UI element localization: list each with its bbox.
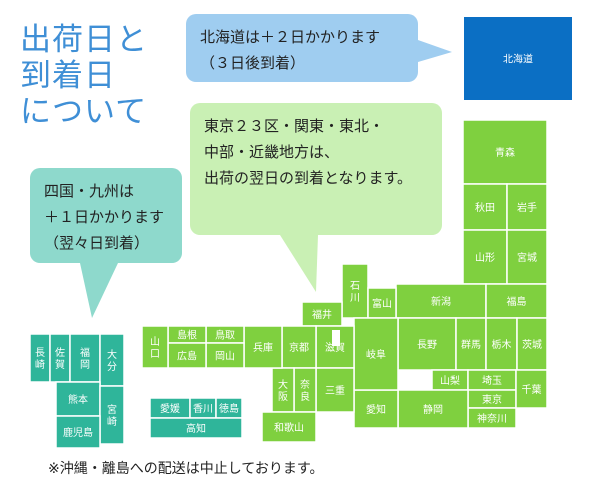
region-label-kochi: 高知 — [186, 422, 206, 435]
region-label-tokyo: 東京 — [482, 393, 502, 406]
east-bubble-tail — [280, 235, 318, 292]
region-label-miyagi: 宮城 — [517, 251, 537, 264]
lake-biwa — [332, 330, 340, 346]
region-iwate[interactable] — [506, 183, 548, 231]
region-gunma[interactable] — [455, 317, 487, 371]
west-bubble: 四国・九州は ＋１日かかります （翌々日到着） — [30, 168, 182, 263]
region-label-aomori: 青森 — [495, 146, 515, 159]
region-aomori[interactable] — [462, 119, 548, 185]
region-label-toyama: 富山 — [372, 297, 392, 310]
region-kagoshima[interactable] — [55, 415, 101, 449]
region-yamaguchi[interactable] — [141, 325, 169, 369]
region-label-fukuoka: 福岡 — [80, 346, 90, 371]
region-hyogo[interactable] — [243, 325, 283, 369]
region-mie[interactable] — [315, 367, 355, 413]
region-label-gunma: 群馬 — [461, 338, 481, 351]
region-label-wakayama: 和歌山 — [274, 421, 304, 434]
region-label-fukushima: 福島 — [507, 295, 527, 308]
region-okayama[interactable] — [205, 342, 245, 369]
region-label-shizuoka: 静岡 — [423, 403, 443, 416]
region-label-oita: 大分 — [107, 348, 117, 373]
region-label-iwate: 岩手 — [517, 201, 537, 214]
region-gifu[interactable] — [353, 317, 399, 391]
region-label-yamanashi: 山梨 — [440, 374, 460, 387]
region-miyagi[interactable] — [506, 229, 548, 285]
region-nagano[interactable] — [397, 317, 457, 371]
region-label-kagoshima: 鹿児島 — [63, 426, 93, 439]
region-labels: 北海道青森秋田 岩手山形 宮城新潟 福島 石川富山福井長野 群馬栃木茨城山梨 埼玉東京 千葉神… — [35, 53, 542, 440]
hokkaido-bubble-tail — [418, 40, 452, 62]
region-fukushima[interactable] — [485, 283, 548, 319]
honshu-group — [141, 119, 548, 443]
region-hokkaido[interactable] — [464, 17, 572, 100]
hokkaido-bubble: 北海道は＋２日かかります （３日後到着） — [186, 14, 418, 82]
region-label-shiga: 滋賀 — [325, 341, 345, 354]
region-label-tochigi: 栃木 — [492, 338, 512, 351]
region-label-gifu: 岐阜 — [366, 348, 386, 361]
region-label-hiroshima: 広島 — [177, 350, 197, 363]
region-label-yamagata: 山形 — [475, 252, 495, 264]
region-chiba[interactable] — [515, 369, 548, 409]
region-kochi[interactable] — [149, 417, 243, 439]
region-label-mie: 三重 — [325, 384, 345, 397]
region-label-tokushima: 徳島 — [219, 402, 239, 415]
region-label-hyogo: 兵庫 — [253, 341, 273, 354]
region-label-osaka: 大阪 — [278, 378, 288, 403]
page-title: 出荷日と 到着日 について — [20, 22, 148, 130]
region-oita[interactable] — [99, 333, 125, 387]
west-bubble-tail — [80, 263, 118, 318]
region-hiroshima[interactable] — [167, 342, 207, 369]
region-fukui[interactable] — [301, 301, 343, 327]
region-shizuoka[interactable] — [397, 389, 469, 429]
region-label-chiba: 千葉 — [522, 383, 542, 396]
region-miyazaki[interactable] — [99, 385, 125, 445]
delivery-note: ※沖縄・離島への配送は中止しております。 — [48, 461, 324, 477]
region-label-kanagawa: 神奈川 — [477, 412, 507, 425]
region-label-okayama: 岡山 — [215, 351, 235, 363]
region-label-shimane: 島根 — [177, 329, 197, 342]
kyushu-shikoku-group — [29, 333, 243, 449]
region-label-hokkaido: 北海道 — [503, 53, 533, 66]
region-label-yamaguchi: 山口 — [150, 336, 160, 360]
region-label-ehime: 愛媛 — [160, 402, 180, 415]
region-label-kyoto: 京都 — [289, 341, 309, 354]
region-label-niigata: 新潟 — [431, 295, 451, 308]
region-label-nagano: 長野 — [417, 339, 437, 351]
region-label-ishikawa: 石川 — [350, 281, 360, 304]
region-label-ibaraki: 茨城 — [522, 338, 542, 351]
region-label-akita: 秋田 — [475, 201, 495, 214]
region-label-nara: 奈良 — [300, 378, 310, 403]
region-label-nagasaki: 長崎 — [35, 347, 45, 371]
region-wakayama[interactable] — [261, 411, 317, 443]
region-label-aichi: 愛知 — [366, 403, 386, 416]
region-label-fukui: 福井 — [312, 308, 332, 321]
region-label-saitama: 埼玉 — [482, 374, 502, 387]
region-toyama[interactable] — [367, 287, 397, 319]
region-label-kagawa: 香川 — [193, 403, 213, 415]
region-label-kumamoto: 熊本 — [68, 393, 88, 406]
region-label-miyazaki: 宮崎 — [107, 403, 117, 428]
east-bubble: 東京２３区・関東・東北・ 中部・近畿地方は、 出荷の翌日の到着となります。 — [190, 103, 442, 235]
region-label-tottori: 鳥取 — [215, 329, 235, 342]
region-label-saga: 佐賀 — [55, 347, 65, 371]
